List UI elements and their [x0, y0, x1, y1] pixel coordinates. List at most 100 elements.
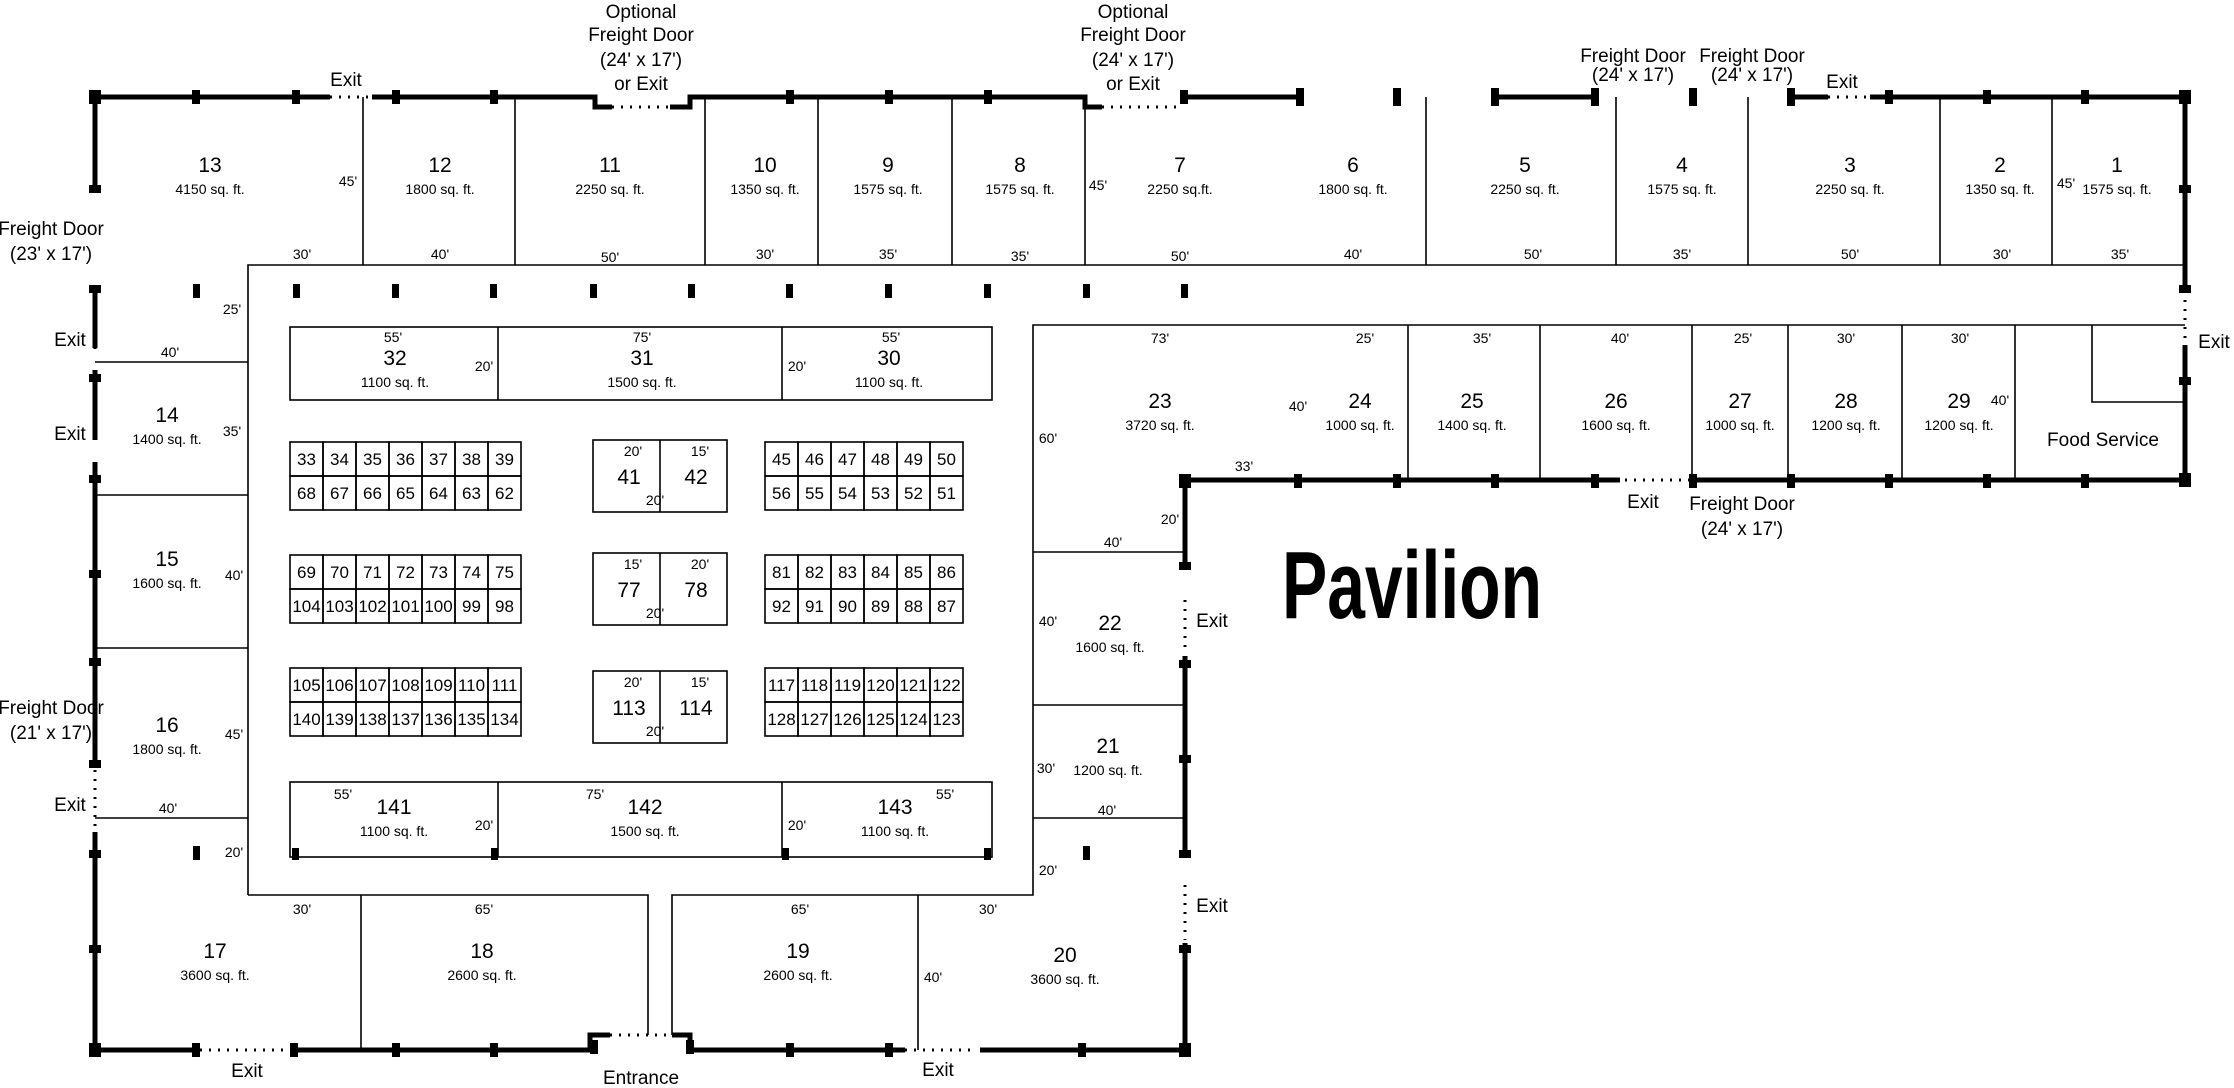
room-area: 1800 sq. ft. [405, 181, 474, 197]
svg-text:20': 20' [1039, 862, 1057, 878]
booth-number: 87 [937, 597, 956, 616]
svg-text:45': 45' [2057, 175, 2075, 191]
booth-number: 54 [838, 484, 857, 503]
booth-number: 49 [904, 450, 923, 469]
booth-number: 107 [358, 676, 386, 695]
svg-text:30': 30' [293, 246, 311, 262]
booth-number: 136 [424, 710, 452, 729]
room-29[interactable]: 29 1200 sq. ft. [1924, 390, 1993, 433]
booth-number: 121 [899, 676, 927, 695]
svg-text:65': 65' [791, 901, 809, 917]
room-area: 1800 sq. ft. [1318, 181, 1387, 197]
booth-dimension: 20' [624, 674, 642, 690]
room-number: 10 [753, 154, 776, 177]
booth[interactable] [487, 475, 522, 511]
room-area: 1200 sq. ft. [1924, 417, 1993, 433]
room-area: 1400 sq. ft. [132, 431, 201, 447]
room-number: 21 [1096, 735, 1119, 758]
booth-number: 65 [396, 484, 415, 503]
booth-number: 47 [838, 450, 857, 469]
booth[interactable] [487, 701, 522, 737]
svg-text:25': 25' [1734, 330, 1752, 346]
booth-number: 71 [363, 563, 382, 582]
booth-number: 98 [495, 597, 514, 616]
booth-number: 128 [767, 710, 795, 729]
booth-dimension: 20' [646, 492, 664, 508]
room-area: 4150 sq. ft. [175, 181, 244, 197]
room-number: 29 [1947, 390, 1970, 413]
booth-number: 38 [462, 450, 481, 469]
booth-number: 102 [358, 597, 386, 616]
booth-number: 104 [292, 597, 320, 616]
room-area: 1100 sq. ft. [861, 823, 929, 839]
booth-number: 53 [871, 484, 890, 503]
room-number: 4 [1676, 154, 1688, 177]
booth[interactable] [929, 588, 964, 624]
booth-number: 140 [292, 710, 320, 729]
room-number: 30 [877, 347, 900, 370]
booth-number: 138 [358, 710, 386, 729]
booth[interactable] [929, 475, 964, 511]
svg-text:40': 40' [1611, 330, 1629, 346]
booth-number: 56 [772, 484, 791, 503]
booth[interactable] [929, 701, 964, 737]
booth-number: 110 [458, 676, 485, 695]
booth-number: 85 [904, 563, 923, 582]
booth-dimension: 15' [691, 443, 709, 459]
booth-number: 137 [391, 710, 419, 729]
exit-label: Exit [54, 795, 86, 816]
room-area: 1100 sq. ft. [361, 374, 429, 390]
booth-number: 36 [396, 450, 415, 469]
optional-door-label: Optional [606, 2, 677, 23]
freight-door-size: (24' x 17') [1711, 65, 1793, 86]
booth-number: 75 [495, 563, 514, 582]
svg-text:75': 75' [633, 329, 651, 345]
svg-text:40': 40' [1039, 613, 1057, 629]
svg-text:40': 40' [431, 246, 449, 262]
svg-text:40': 40' [1104, 534, 1122, 550]
svg-text:40': 40' [161, 344, 179, 360]
booth-number: 45 [772, 450, 791, 469]
svg-text:33': 33' [1235, 458, 1253, 474]
room-number: 18 [470, 940, 493, 963]
room-number: 7 [1174, 154, 1186, 177]
svg-text:40': 40' [159, 800, 177, 816]
svg-text:55': 55' [882, 329, 900, 345]
booth[interactable] [487, 588, 522, 624]
